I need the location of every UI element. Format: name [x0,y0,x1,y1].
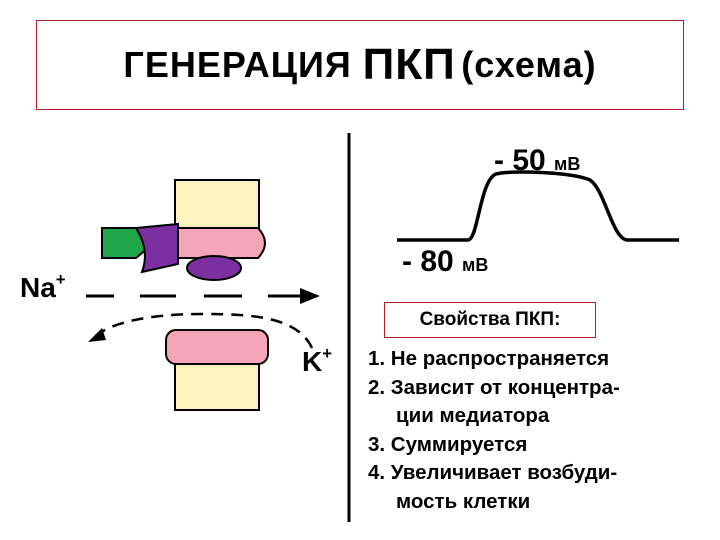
k-ion-charge: + [322,344,333,363]
voltage-upper-label: - 50 мВ [494,144,580,178]
voltage-lower-unit: мВ [462,255,489,275]
title-part-generation: ГЕНЕРАЦИЯ [123,44,352,85]
lower-membrane [174,363,260,411]
na-ion-label: Na+ [20,270,66,304]
mediator-blob [186,255,242,281]
page-title: ГЕНЕРАЦИЯ ПКП (схема) [37,21,683,109]
list-item: мость клетки [396,489,531,513]
title-part-pkp: ПКП [362,40,456,89]
na-flow-arrow [86,288,320,304]
list-item: 4. Увеличивает возбуди- [368,461,618,484]
mediator-molecule [134,222,179,274]
lower-receptor [165,329,269,365]
list-item: 3. Суммируется [368,432,528,456]
voltage-lower-value: - 80 [402,245,454,278]
title-frame: ГЕНЕРАЦИЯ ПКП (схема) [36,20,684,110]
list-item: ции медиатора [396,404,550,427]
title-part-scheme: (схема) [461,44,597,85]
k-flow-arrow [88,312,314,349]
k-ion-symbol: K [302,345,323,377]
voltage-upper-value: - 50 [494,144,546,177]
list-item: 2. Зависит от концентра- [368,375,620,399]
na-ion-charge: + [55,270,66,289]
list-item: 1. Не распространяется [368,347,610,370]
na-ion-symbol: Na [20,271,56,303]
properties-list: 1. Не распространяется 2. Зависит от кон… [368,345,708,516]
properties-heading: Свойства ПКП: [419,309,561,330]
potential-curve [397,170,679,242]
voltage-lower-label: - 80 мВ [402,245,488,279]
upper-receptor [177,227,266,259]
voltage-upper-unit: мВ [554,154,581,174]
properties-heading-box: Свойства ПКП: [384,302,596,338]
k-ion-label: K+ [302,344,332,378]
